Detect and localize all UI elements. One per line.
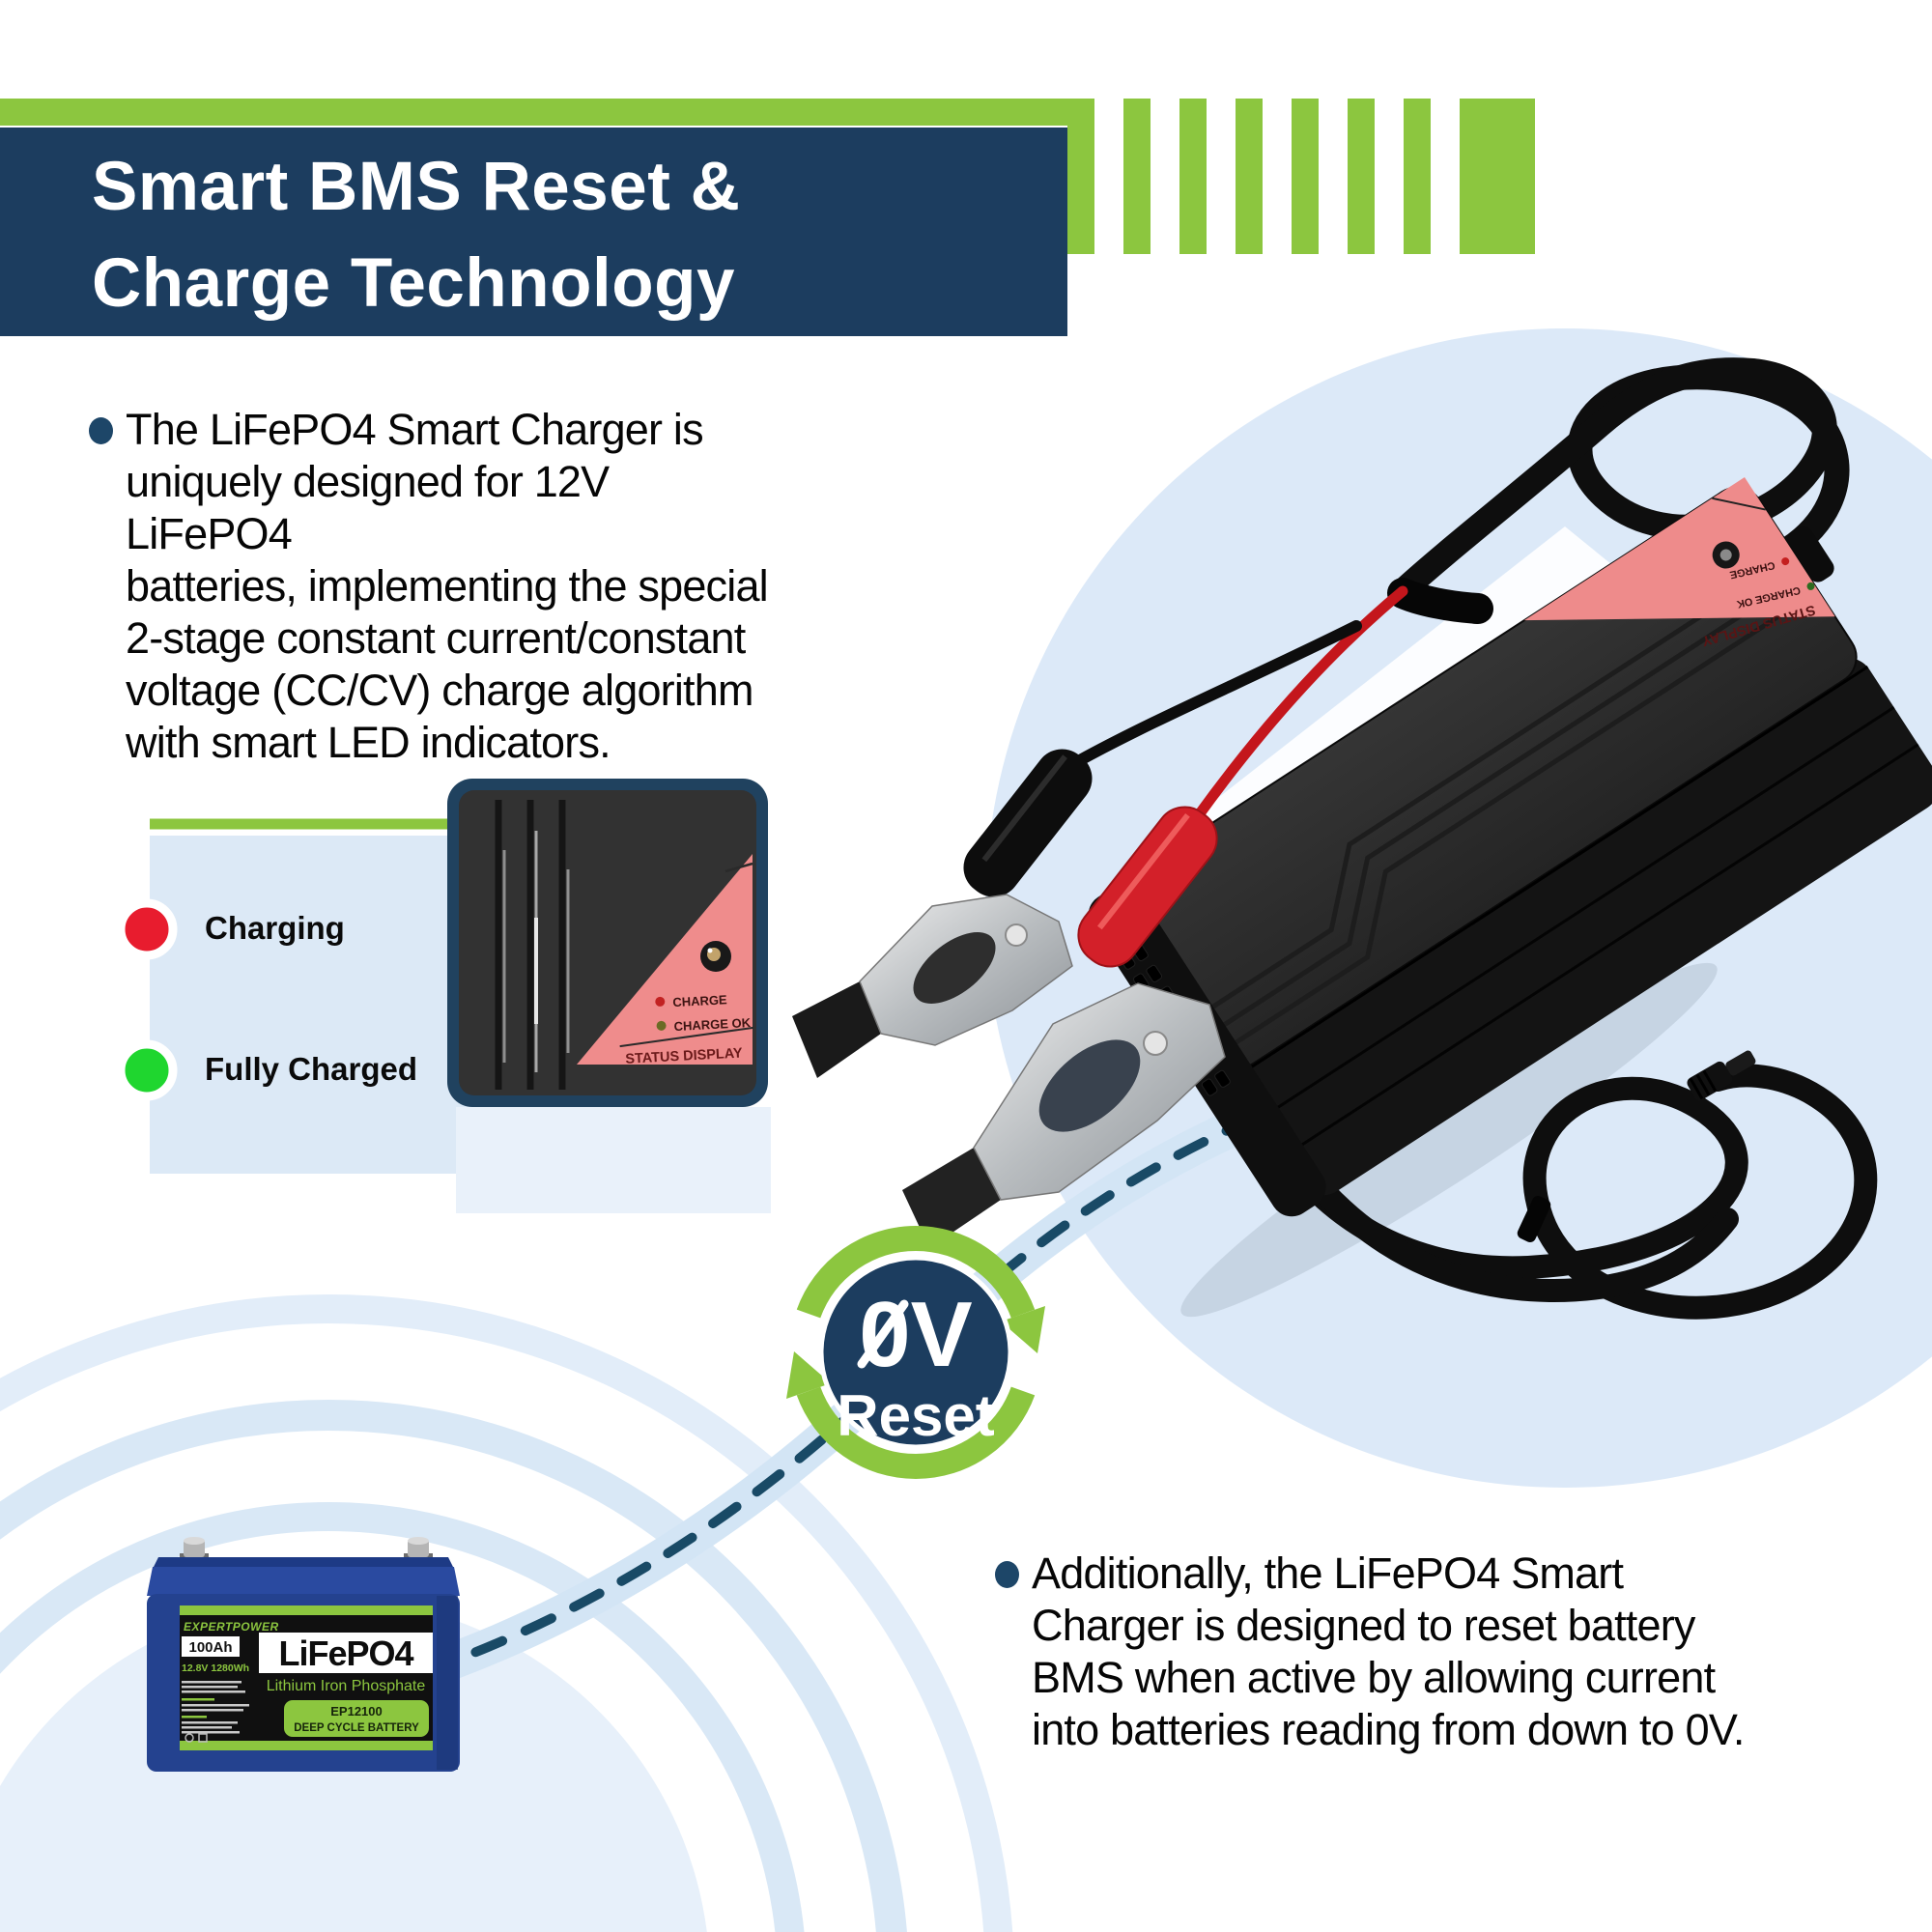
battery-fine-print: [182, 1681, 249, 1743]
header-banner: Smart BMS Reset & Charge Technology: [0, 128, 1067, 336]
cable-tie: [1517, 1195, 1551, 1243]
legend-fully-charged-label: Fully Charged: [205, 1051, 418, 1087]
charger-cables: [1074, 357, 1878, 1320]
bullet-text-1: The LiFePO4 Smart Charger is uniquely de…: [126, 405, 769, 767]
charge-dot-icon: [655, 996, 666, 1007]
badge-arrowhead-icon: [1001, 1306, 1045, 1353]
closeup-panel-label: STATUS DISPLAY: [625, 1045, 743, 1066]
battery-chemistry: LiFePO4: [278, 1634, 413, 1673]
battery-type: DEEP CYCLE BATTERY: [294, 1722, 419, 1734]
closeup-charge-label: CHARGE: [672, 992, 727, 1009]
closeup-charge-ok-label: CHARGE OK: [673, 1015, 752, 1034]
charger-shadow: [1180, 962, 1718, 1318]
battery-brand: EXPERTPOWER: [184, 1620, 279, 1634]
black-clamp: [792, 749, 1093, 1078]
red-clamp: [902, 806, 1226, 1248]
bullet-text-2: Additionally, the LiFePO4 Smart Charger …: [1032, 1548, 1745, 1754]
legend-charging-label: Charging: [205, 910, 345, 946]
clamp-screw-icon: [1005, 923, 1028, 947]
status-display-closeup: CHARGE CHARGE OK STATUS DISPLAY: [447, 779, 768, 1107]
battery-spec: 12.8V 1280Wh: [182, 1662, 249, 1674]
bullet-dot-icon: [995, 1561, 1019, 1588]
badge-label: Reset: [837, 1383, 994, 1448]
header-accent-bars: [0, 99, 1535, 254]
battery-capacity: 100Ah: [188, 1639, 232, 1656]
badge-value: 0V: [859, 1283, 972, 1386]
charge-ok-dot-icon: [656, 1020, 667, 1031]
slashed-zero-stroke: [857, 1299, 909, 1369]
charging-led-icon: [116, 898, 178, 960]
clamp-screw-icon: [1143, 1031, 1168, 1056]
reset-badge: 0V Reset: [786, 1226, 1045, 1479]
battery-photo: EXPERTPOWER 100Ah 12.8V 1280Wh LiFePO4 L…: [147, 1537, 460, 1772]
charge-ok-led-dot-icon: [1806, 582, 1815, 590]
page-title: Smart BMS Reset & Charge Technology: [92, 149, 741, 322]
charger-body: CHARGE CHARGE OK STATUS DISPLAY: [1088, 477, 1932, 1217]
battery-chemistry-full: Lithium Iron Phosphate: [267, 1678, 426, 1694]
status-label-triangle: [577, 854, 753, 1065]
battery-model: EP12100: [330, 1704, 383, 1719]
bullet-dot-icon: [89, 417, 113, 444]
fully-charged-led-icon: [116, 1039, 178, 1101]
charge-led-dot-icon: [1781, 557, 1790, 566]
badge-arrowhead-icon: [786, 1351, 831, 1399]
dc-plug: [1687, 1050, 1756, 1101]
